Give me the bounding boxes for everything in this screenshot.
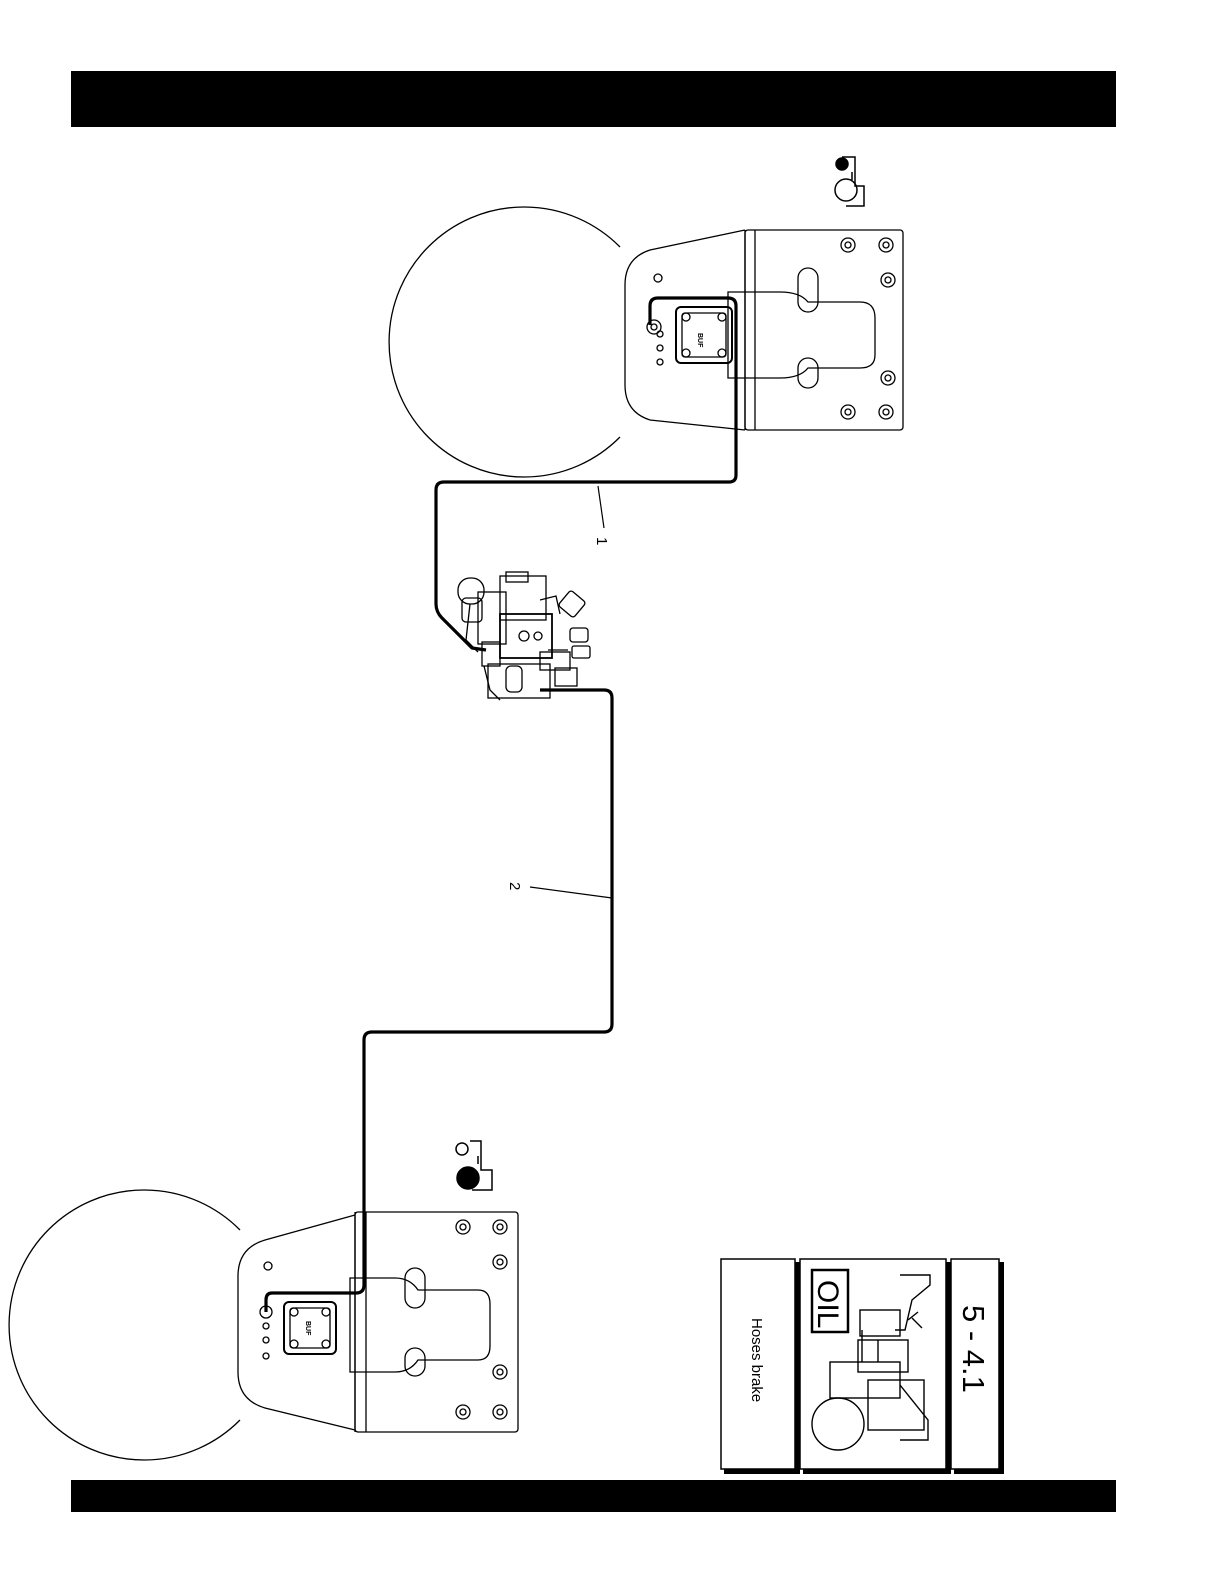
- callout-leader-1: [598, 486, 604, 528]
- position-icon-bottom: [456, 1141, 492, 1190]
- caliper-brand-bottom: BUF: [304, 1321, 311, 1336]
- drum-arc: [9, 1190, 240, 1460]
- callout-label-1: 1: [593, 537, 610, 545]
- wheel-assembly-bottom: [9, 1190, 518, 1460]
- mount-plate: [355, 1212, 518, 1432]
- bracket: [728, 292, 875, 378]
- oil-label: OIL: [811, 1280, 844, 1328]
- section-title-box: Hoses brake OIL 5 - 4.1: [721, 1259, 1004, 1474]
- bracket: [350, 1278, 490, 1372]
- callout-label-2: 2: [506, 882, 523, 890]
- callout-leader-2: [530, 887, 612, 898]
- section-number: 5 - 4.1: [956, 1305, 991, 1393]
- mount-plate: [745, 230, 903, 430]
- brake-caliper: [676, 307, 732, 363]
- brake-hose-1: [436, 298, 736, 650]
- drum-arc: [389, 207, 620, 477]
- caliper-brand-top: BUF: [696, 333, 703, 348]
- wheel-assembly-top: [389, 207, 903, 477]
- brake-valve-block: [458, 572, 590, 700]
- caption-text: Hoses brake: [748, 1318, 765, 1402]
- brake-hose-2: [266, 690, 612, 1312]
- position-icon-top: [835, 157, 864, 206]
